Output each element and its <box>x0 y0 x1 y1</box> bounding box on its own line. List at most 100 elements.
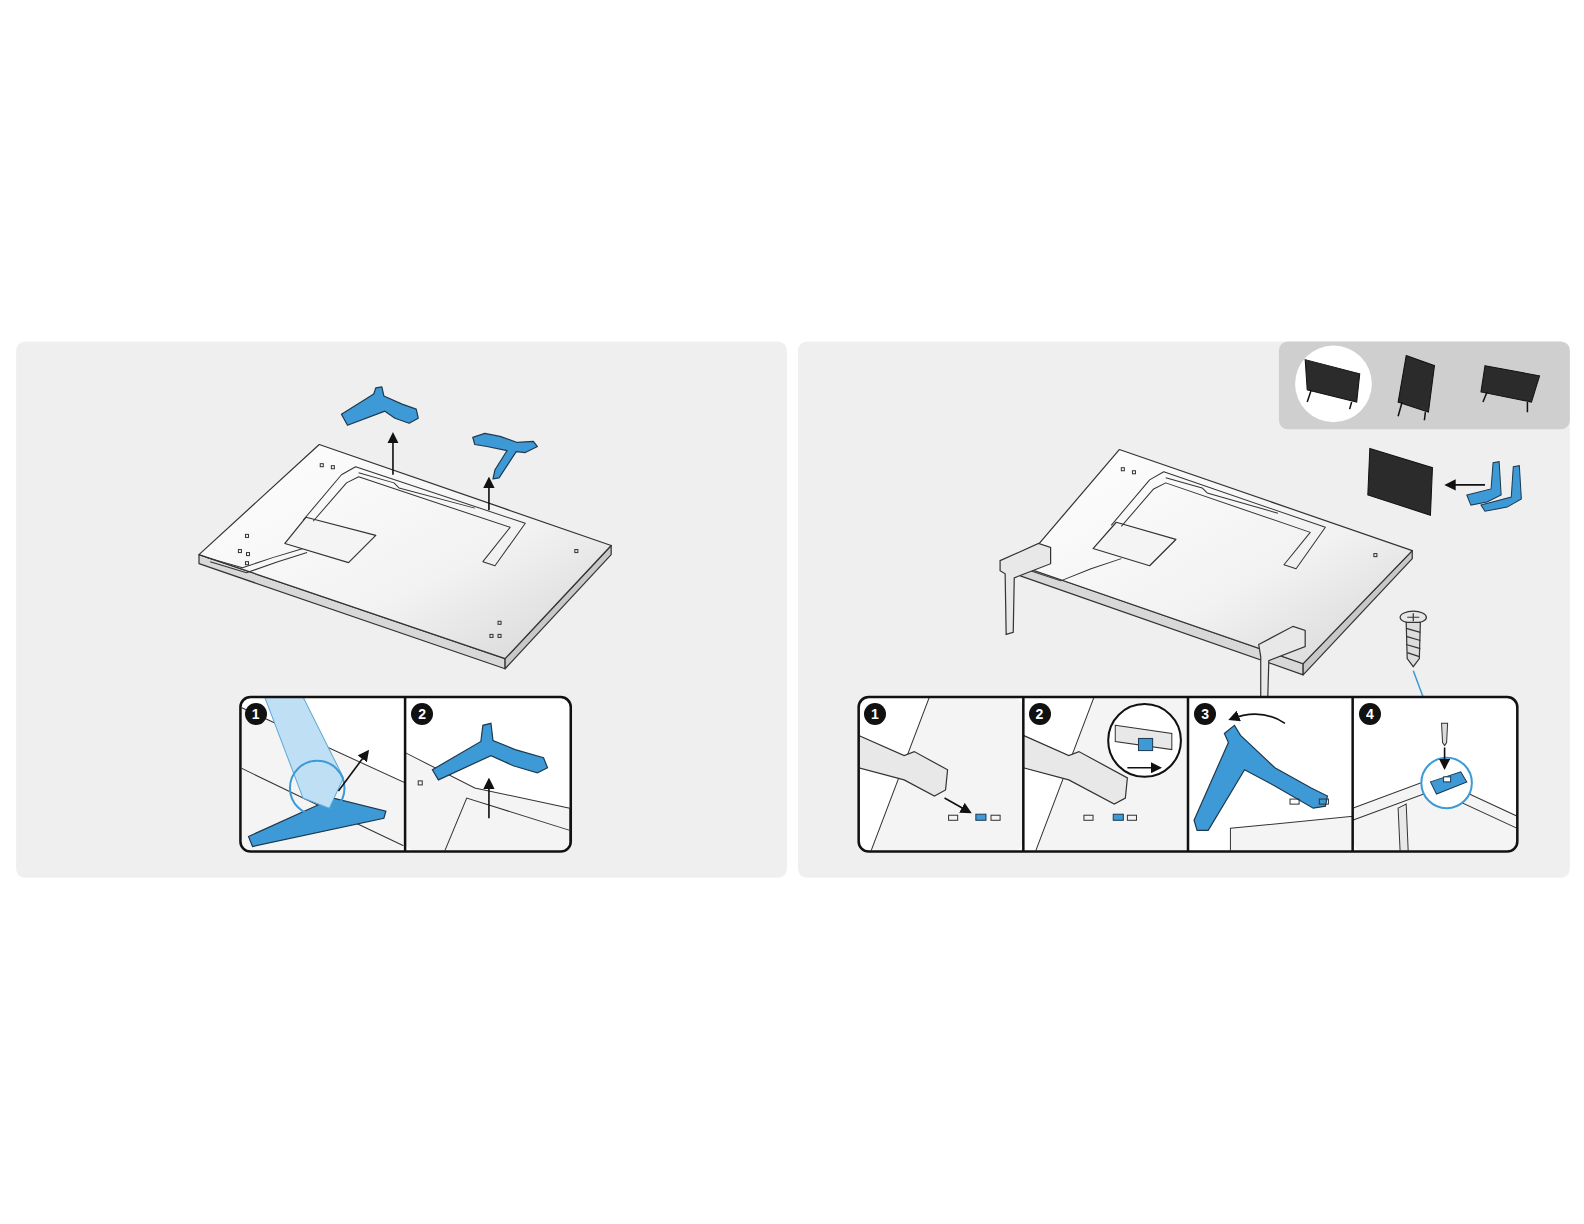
inset-step <box>1113 814 1123 820</box>
inset-step <box>1442 723 1448 745</box>
inset-border <box>240 697 570 852</box>
inset-step <box>1230 816 1352 850</box>
tv-icons <box>1483 392 1527 412</box>
tv-icons <box>1398 356 1434 413</box>
inset-step <box>991 815 1000 820</box>
tv-back <box>359 473 475 508</box>
screw-holes <box>1121 468 1377 557</box>
inset-frame <box>240 697 570 852</box>
screw <box>1400 611 1426 623</box>
inset-step <box>290 761 345 816</box>
screw-holes <box>1121 468 1124 471</box>
inset-step <box>1127 815 1136 820</box>
inset-step <box>1084 815 1093 820</box>
screw-holes <box>238 464 577 638</box>
tv-icons <box>1307 390 1351 409</box>
inset-dividers <box>1023 697 1352 852</box>
screw-holes <box>238 550 241 553</box>
callout-number: 2 <box>1029 703 1051 725</box>
legs <box>1000 543 1305 699</box>
inset-step <box>338 752 367 791</box>
inset-step <box>1194 714 1353 851</box>
inset-step <box>1127 767 1159 769</box>
inset-dividers <box>1187 697 1190 852</box>
inset-step <box>1398 804 1408 850</box>
callout-number: 2 <box>411 703 433 725</box>
inset-step <box>418 781 422 785</box>
tv-with-stand <box>1447 484 1485 486</box>
callout-number: 1 <box>245 703 267 725</box>
stand-parts <box>341 387 418 425</box>
screw-holes <box>245 562 248 565</box>
inset-step <box>488 780 490 818</box>
legs <box>1000 543 1051 634</box>
stand-parts <box>341 387 537 479</box>
tv-back <box>1020 450 1412 675</box>
tv-icons <box>1305 356 1539 421</box>
tv-with-stand <box>1368 449 1522 516</box>
tv-back <box>303 467 525 566</box>
inset-step <box>1421 758 1472 809</box>
inset-step <box>976 814 986 820</box>
screw-holes <box>1374 554 1377 557</box>
lift-arrows <box>392 434 394 474</box>
inset-step <box>1290 799 1299 804</box>
screw-holes <box>490 634 493 637</box>
inset-step <box>860 735 948 796</box>
tv-icons <box>1398 402 1425 420</box>
inset-step <box>405 723 570 850</box>
inset-step <box>1444 748 1446 768</box>
inset-step <box>1444 777 1451 782</box>
tv-back <box>1093 522 1176 565</box>
inset-step <box>1353 723 1517 850</box>
tv-back <box>1020 450 1412 664</box>
selected-highlight <box>1295 345 1372 422</box>
inset-step <box>1023 698 1188 851</box>
tv-icons <box>1305 360 1360 402</box>
scaled-art <box>16 341 1570 877</box>
tv-back <box>199 444 611 668</box>
stand-parts <box>473 433 538 478</box>
screw-holes <box>498 634 501 637</box>
screw-holes <box>1132 471 1135 474</box>
inset-step <box>444 798 569 851</box>
inset-step <box>432 723 547 780</box>
screw-holes <box>498 621 501 624</box>
callout-number: 1 <box>864 703 886 725</box>
tv-with-stand <box>1467 462 1501 505</box>
inset-step <box>241 698 405 851</box>
inset-step <box>1430 772 1466 794</box>
screw <box>1407 613 1419 621</box>
right-panel <box>798 341 1570 877</box>
tv-with-stand <box>1368 449 1433 516</box>
inset-step <box>249 798 386 846</box>
inset-border <box>859 697 1518 852</box>
inset-step <box>1194 725 1327 830</box>
orientation-box <box>1279 341 1570 429</box>
screw <box>1400 611 1426 667</box>
inset-step <box>949 815 958 820</box>
inset-divider <box>404 697 407 852</box>
screw-holes <box>245 534 248 537</box>
screw-holes <box>331 466 334 469</box>
lift-arrows <box>393 434 489 510</box>
lift-arrows <box>488 479 490 510</box>
inset-dividers <box>1351 697 1354 852</box>
inset-step <box>860 698 1024 851</box>
tv-icons <box>1481 366 1540 402</box>
inset-step <box>265 698 344 808</box>
screw-holes <box>575 550 578 553</box>
inset-step <box>1108 704 1181 777</box>
tv-back <box>1166 478 1278 513</box>
tv-back <box>199 444 611 658</box>
tv-with-stand <box>1481 466 1521 511</box>
tv-back <box>1111 472 1325 569</box>
left-panel <box>16 341 787 877</box>
legs <box>1259 626 1305 699</box>
inset-dividers <box>1022 697 1025 852</box>
screw-holes <box>246 553 249 556</box>
callout-number: 4 <box>1359 703 1381 725</box>
screw <box>1406 628 1420 656</box>
